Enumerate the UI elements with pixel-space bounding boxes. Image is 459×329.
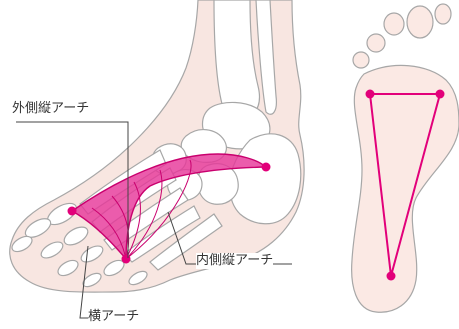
toe-print xyxy=(407,6,433,38)
toe-print xyxy=(367,34,385,52)
sole-footprint xyxy=(352,65,459,312)
toe-print xyxy=(353,52,369,68)
sole-point-big-toe-base xyxy=(436,90,445,99)
arch-point-big-toe xyxy=(68,207,77,216)
foot-side-view xyxy=(9,0,304,292)
label-transverse-arch: 横アーチ xyxy=(88,309,139,325)
sole-view xyxy=(352,4,459,312)
label-lateral-longitudinal-arch: 外側縦アーチ xyxy=(12,101,89,117)
arch-point-little-toe xyxy=(122,255,131,264)
sole-point-little-toe-base xyxy=(366,90,375,99)
sole-point-heel xyxy=(387,272,396,281)
toe-print xyxy=(384,13,404,35)
label-medial-longitudinal-arch: 内側縦アーチ xyxy=(196,253,273,269)
toe-print xyxy=(435,4,451,24)
arch-point-heel xyxy=(262,163,271,172)
